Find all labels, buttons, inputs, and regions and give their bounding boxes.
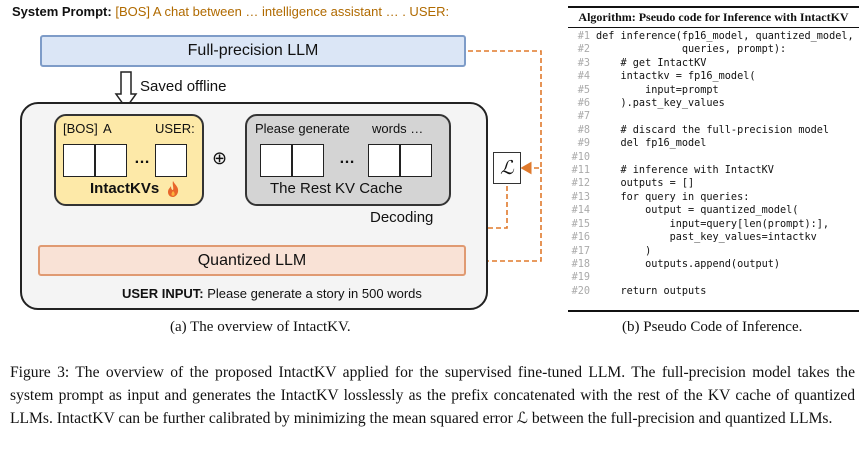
code-line: #4 intactkv = fp16_model( <box>568 70 859 83</box>
code-line-text: # inference with IntactKV <box>596 165 774 177</box>
concat-operator: ⊕ <box>212 148 228 168</box>
code-line-number: #12 <box>571 178 590 190</box>
rest-kv-cell <box>292 144 324 177</box>
intactkv-token-bos: [BOS] <box>63 121 98 136</box>
code-line-text: for query in queries: <box>596 191 750 203</box>
user-input: USER INPUT: Please generate a story in 5… <box>122 286 422 301</box>
saved-offline-arrow <box>114 71 138 110</box>
code-line-number: #15 <box>571 218 590 230</box>
algorithm-box: Algorithm: Pseudo code for Inference wit… <box>568 6 859 312</box>
system-prompt-text: [BOS] A chat between … intelligence assi… <box>115 4 450 19</box>
code-line: #8 # discard the full-precision model <box>568 124 859 137</box>
system-prompt-label: System Prompt: <box>12 4 112 19</box>
code-line-number: #7 <box>577 111 590 123</box>
code-line-text: ).past_key_values <box>596 98 725 110</box>
code-line: #12 outputs = [] <box>568 177 859 190</box>
algorithm-title: Algorithm: Pseudo code for Inference wit… <box>568 10 859 28</box>
code-line-number: #18 <box>571 258 590 270</box>
intactkv-token-a: A <box>103 121 112 136</box>
code-line-number: #14 <box>571 205 590 217</box>
rest-kv-cell <box>368 144 400 177</box>
user-input-label: USER INPUT: <box>122 286 204 301</box>
code-line-number: #4 <box>577 71 590 83</box>
code-line-text: queries, prompt): <box>596 44 787 56</box>
loss-box: ℒ <box>493 152 521 184</box>
code-line-number: #13 <box>571 191 590 203</box>
full-precision-llm-box: Full-precision LLM <box>40 35 466 67</box>
intactkv-title: IntactKVs <box>90 180 160 197</box>
code-line-number: #3 <box>577 57 590 69</box>
code-line-number: #20 <box>571 285 590 297</box>
quant-to-loss-dashed-line <box>468 168 542 262</box>
code-line-text: input=prompt <box>596 84 719 96</box>
rest-kv-cell <box>260 144 292 177</box>
fp-to-loss-dashed-arrow <box>468 50 542 175</box>
code-line: #2 queries, prompt): <box>568 43 859 56</box>
code-line-text: ) <box>596 245 652 257</box>
rest-kv-cache-title: The Rest KV Cache <box>270 180 403 197</box>
full-precision-llm-label: Full-precision LLM <box>187 42 319 59</box>
code-line: #20 return outputs <box>568 285 859 298</box>
code-line: #3 # get IntactKV <box>568 57 859 70</box>
code-line: #5 input=prompt <box>568 84 859 97</box>
subfigure-a-caption: (a) The overview of IntactKV. <box>170 319 351 335</box>
code-line-number: #1 <box>577 31 590 42</box>
code-line-number: #8 <box>577 124 590 136</box>
rest-token-please-generate: Please generate <box>255 121 350 136</box>
intactkv-ellipsis: … <box>134 150 150 167</box>
quantized-llm-box: Quantized LLM <box>38 245 466 276</box>
code-line: #19 <box>568 271 859 284</box>
code-line-text: input=query[len(prompt):], <box>596 218 830 230</box>
code-line-text: past_key_values=intactkv <box>596 232 817 244</box>
system-prompt: System Prompt: [BOS] A chat between … in… <box>12 4 449 19</box>
code-line-text: outputs.append(output) <box>596 258 781 270</box>
code-line: #16 past_key_values=intactkv <box>568 231 859 244</box>
figure-caption: Figure 3: The overview of the proposed I… <box>10 364 855 428</box>
code-line-number: #19 <box>571 272 590 284</box>
code-line-text: return outputs <box>596 285 707 297</box>
code-line: #13 for query in queries: <box>568 191 859 204</box>
code-line: #11 # inference with IntactKV <box>568 164 859 177</box>
code-line-number: #2 <box>577 44 590 56</box>
code-line-number: #9 <box>577 138 590 150</box>
user-input-text: Please generate a story in 500 words <box>207 286 422 301</box>
code-line: #14 output = quantized_model( <box>568 204 859 217</box>
quantized-llm-label: Quantized LLM <box>197 251 307 269</box>
rest-kv-ellipsis: … <box>339 150 355 167</box>
fire-icon <box>168 181 179 197</box>
code-line: #1 def inference(fp16_model, quantized_mo… <box>568 30 859 43</box>
code-line-number: #5 <box>577 84 590 96</box>
code-line: #6 ).past_key_values <box>568 97 859 110</box>
code-line-text: # discard the full-precision model <box>596 124 830 136</box>
code-line-number: #6 <box>577 98 590 110</box>
code-line-number: #10 <box>571 151 590 163</box>
code-line: #10 <box>568 151 859 164</box>
intactkv-cell <box>155 144 187 177</box>
decoding-label: Decoding <box>370 209 434 226</box>
code-line: #18 outputs.append(output) <box>568 258 859 271</box>
code-line-number: #16 <box>571 232 590 244</box>
intactkv-cell <box>63 144 95 177</box>
code-line-number: #11 <box>571 165 590 177</box>
code-line: #15 input=query[len(prompt):], <box>568 218 859 231</box>
code-line-text: # get IntactKV <box>596 57 707 69</box>
code-line: #17 ) <box>568 245 859 258</box>
code-line-text: def inference(fp16_model, quantized_mode… <box>596 31 854 42</box>
code-line: #9 del fp16_model <box>568 137 859 150</box>
intactkv-cell <box>95 144 127 177</box>
rest-token-words: words … <box>372 121 424 136</box>
code-line-text: del fp16_model <box>596 138 707 150</box>
code-line-number: #17 <box>571 245 590 257</box>
loss-symbol: ℒ <box>500 157 514 179</box>
code-line-text: output = quantized_model( <box>596 205 799 217</box>
intactkv-token-user: USER: <box>155 121 195 136</box>
code-line: #7 <box>568 110 859 123</box>
code-line-text: intactkv = fp16_model( <box>596 71 756 83</box>
code-listing: #1 def inference(fp16_model, quantized_mo… <box>568 30 859 298</box>
subfigure-b-caption: (b) Pseudo Code of Inference. <box>622 319 803 335</box>
saved-offline-label: Saved offline <box>140 78 227 95</box>
code-line-text: outputs = [] <box>596 178 695 190</box>
rest-kv-cell <box>400 144 432 177</box>
